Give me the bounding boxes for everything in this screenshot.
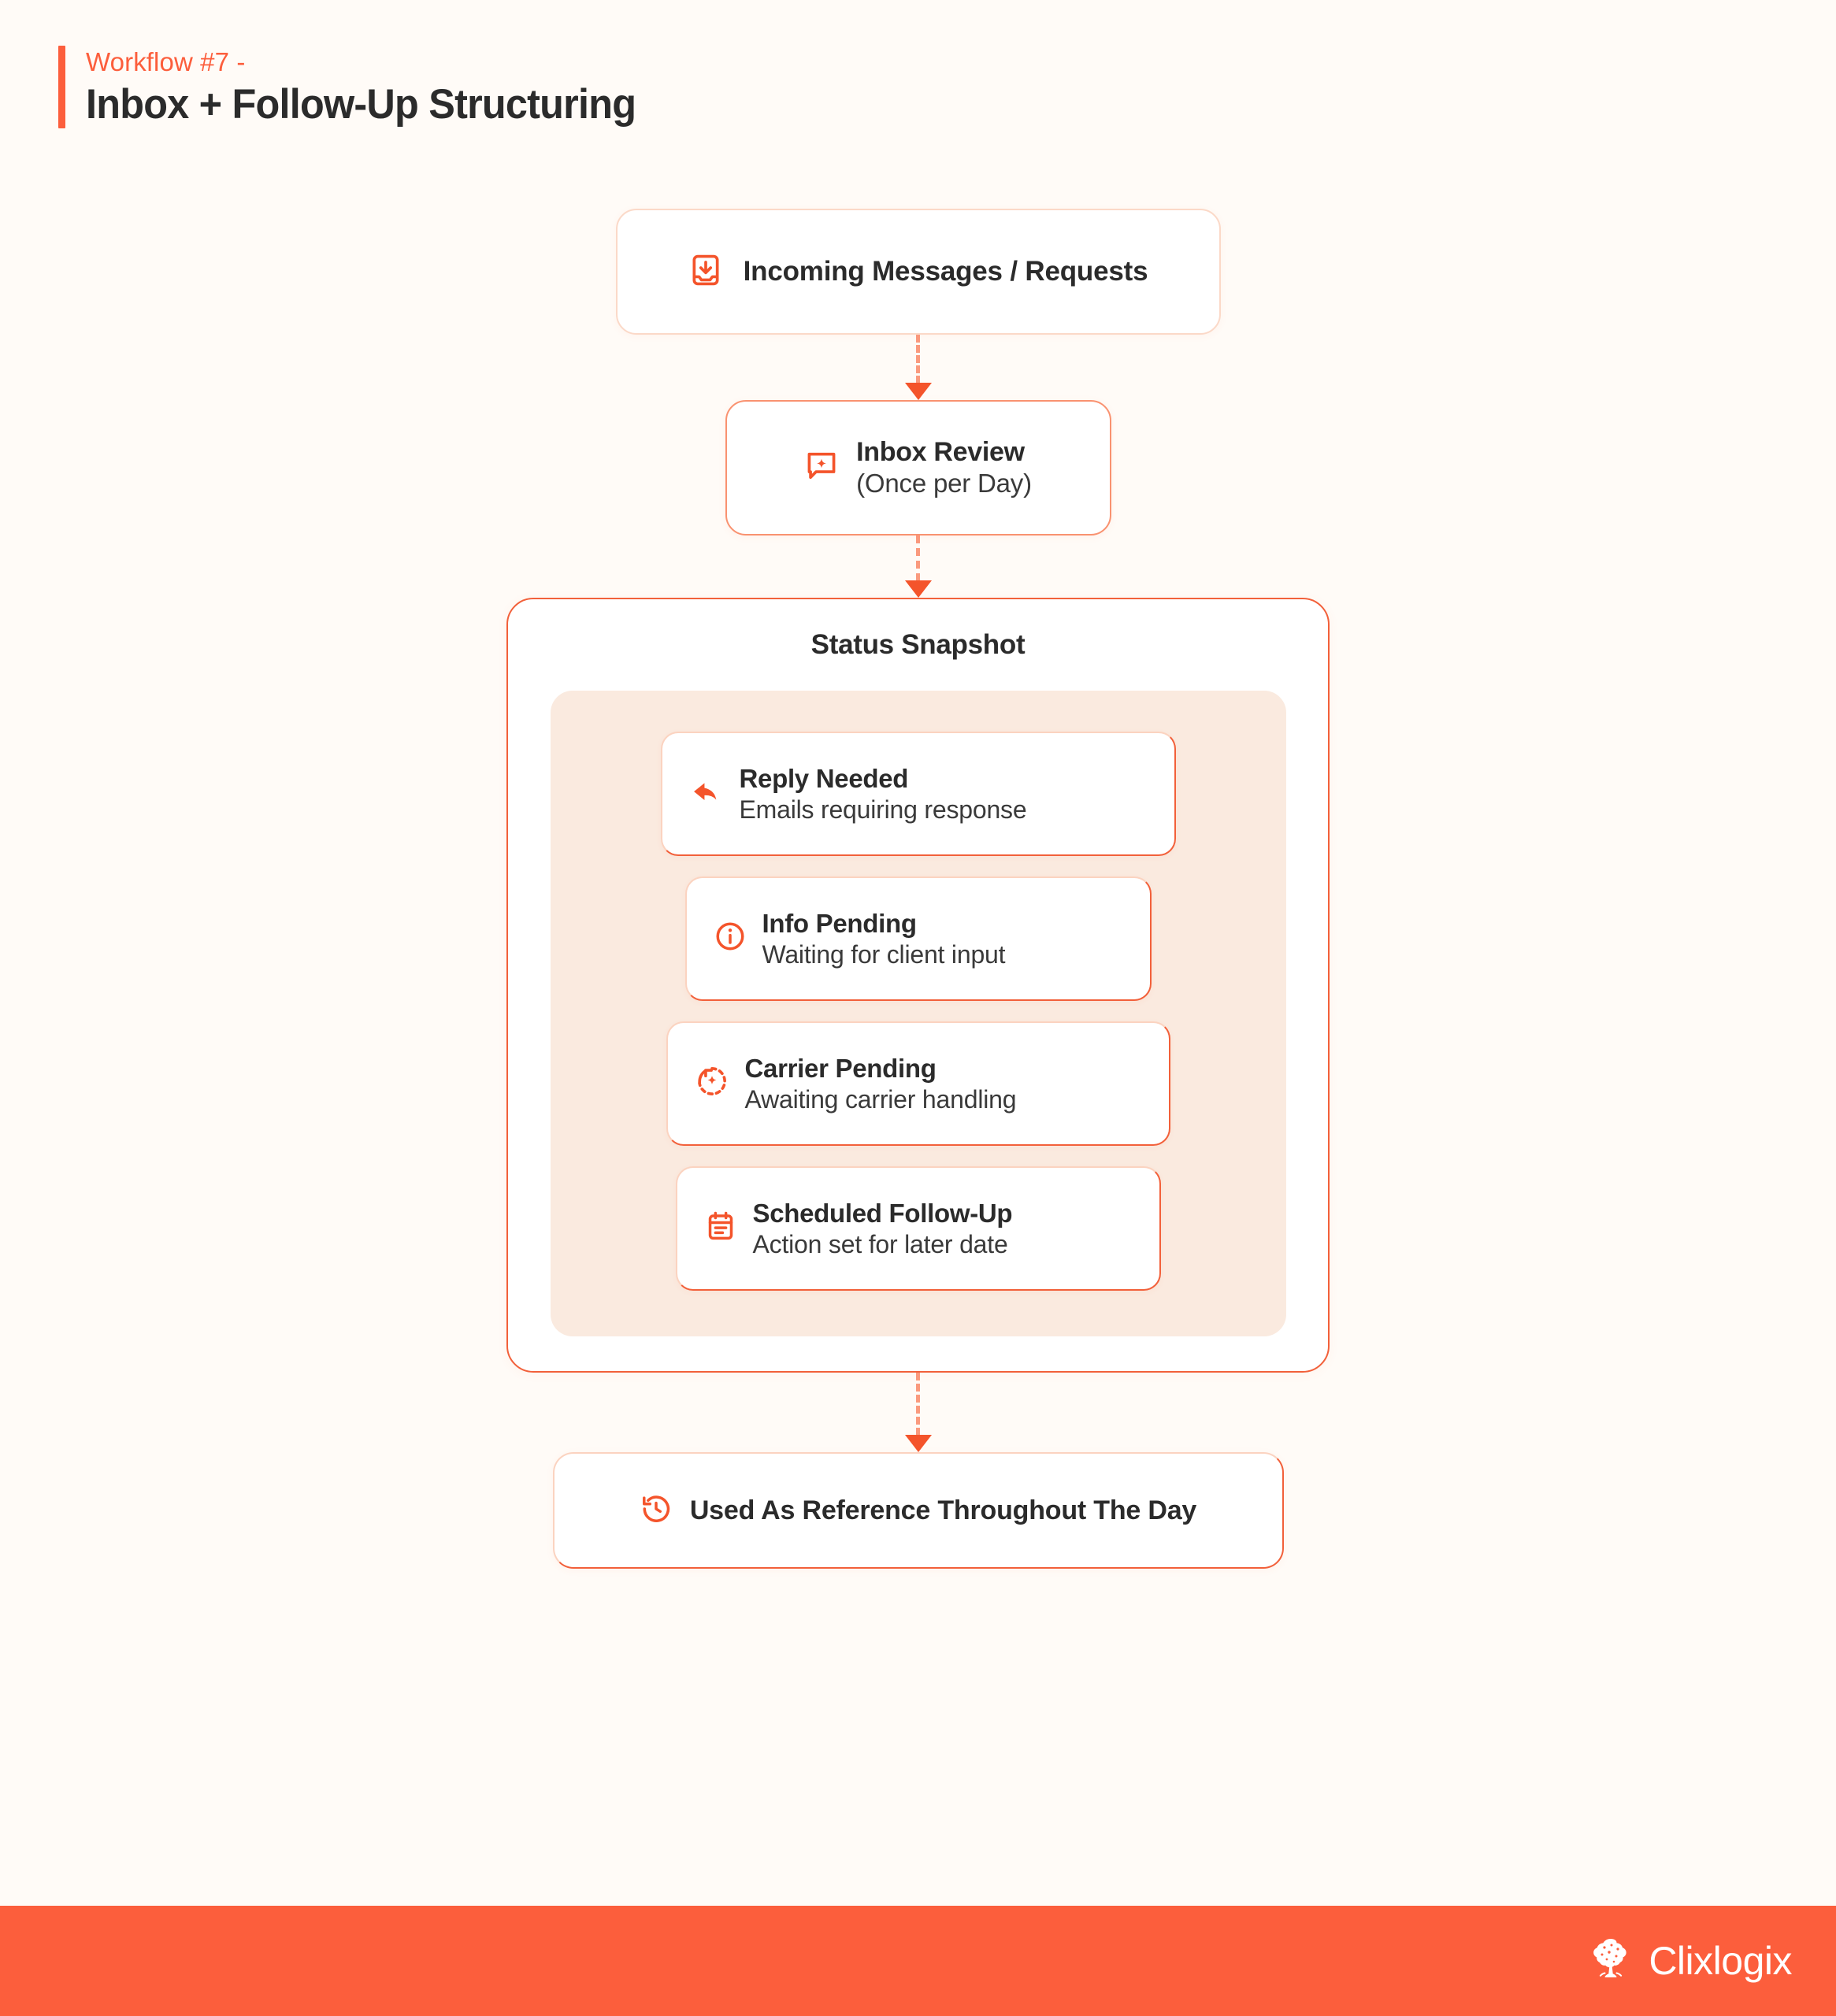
status-card-subtitle: Emails requiring response	[739, 795, 1027, 824]
connector-line	[916, 536, 920, 581]
header-accent-bar	[58, 46, 65, 128]
refresh-sparkle-icon	[695, 1064, 729, 1102]
connector-line	[916, 335, 920, 384]
node-content: Used As Reference Throughout The Day	[640, 1492, 1196, 1529]
connector-review-to-snapshot	[904, 536, 932, 598]
status-card-title: Reply Needed	[739, 764, 909, 793]
node-used-as-reference[interactable]: Used As Reference Throughout The Day	[552, 1452, 1284, 1569]
status-card-scheduled-followup[interactable]: Scheduled Follow-Up Action set for later…	[675, 1166, 1161, 1291]
status-card-subtitle: Waiting for client input	[762, 939, 1006, 969]
card-content: Scheduled Follow-Up Action set for later…	[704, 1198, 1013, 1259]
info-circle-icon	[714, 920, 747, 957]
status-snapshot-container: Status Snapshot Reply Needed Emails requ…	[506, 598, 1330, 1373]
header-text-group: Workflow #7 - Inbox + Follow-Up Structur…	[86, 46, 665, 128]
tree-logo-icon	[1586, 1934, 1636, 1988]
page-footer: Clixlogix	[0, 1906, 1836, 2016]
status-snapshot-title: Status Snapshot	[810, 629, 1026, 660]
page-header: Workflow #7 - Inbox + Follow-Up Structur…	[58, 46, 665, 128]
connector-arrowhead	[904, 580, 932, 598]
node-incoming-messages[interactable]: Incoming Messages / Requests	[615, 209, 1221, 335]
card-text-group: Scheduled Follow-Up Action set for later…	[753, 1198, 1013, 1259]
node-inbox-review[interactable]: Inbox Review (Once per Day)	[725, 400, 1111, 536]
node-content: Incoming Messages / Requests	[688, 253, 1148, 291]
status-card-info-pending[interactable]: Info Pending Waiting for client input	[684, 876, 1152, 1001]
connector-arrowhead	[904, 383, 932, 400]
node-incoming-messages-label: Incoming Messages / Requests	[743, 256, 1148, 287]
status-card-title: Scheduled Follow-Up	[752, 1199, 1013, 1228]
page-title: Inbox + Follow-Up Structuring	[86, 81, 636, 128]
card-content: Reply Needed Emails requiring response	[689, 763, 1027, 825]
workflow-eyebrow: Workflow #7 -	[86, 47, 246, 76]
node-used-as-reference-label: Used As Reference Throughout The Day	[689, 1495, 1197, 1525]
workflow-flow: Incoming Messages / Requests Inbox Revie…	[0, 209, 1836, 1569]
status-snapshot-panel: Reply Needed Emails requiring response	[550, 691, 1286, 1336]
reply-arrow-icon	[689, 774, 724, 813]
node-inbox-review-text: Inbox Review (Once per Day)	[856, 436, 1032, 498]
status-card-title: Carrier Pending	[744, 1054, 937, 1083]
calendar-icon	[704, 1210, 737, 1247]
clock-history-icon	[640, 1492, 673, 1529]
card-content: Carrier Pending Awaiting carrier handlin…	[695, 1053, 1017, 1114]
connector-snapshot-to-reference	[904, 1373, 932, 1452]
card-text-group: Reply Needed Emails requiring response	[740, 763, 1027, 825]
chat-sparkle-icon	[804, 448, 839, 487]
card-text-group: Info Pending Waiting for client input	[762, 908, 1006, 969]
connector-arrowhead	[904, 1435, 932, 1452]
brand-logo: Clixlogix	[1586, 1934, 1792, 1988]
inbox-download-icon	[688, 253, 723, 291]
connector-line	[916, 1373, 920, 1436]
node-inbox-review-subtitle: (Once per Day)	[856, 468, 1032, 498]
node-content: Inbox Review (Once per Day)	[804, 436, 1032, 498]
status-card-subtitle: Action set for later date	[752, 1229, 1008, 1258]
status-card-carrier-pending[interactable]: Carrier Pending Awaiting carrier handlin…	[666, 1021, 1170, 1146]
card-content: Info Pending Waiting for client input	[714, 908, 1006, 969]
status-card-title: Info Pending	[762, 909, 918, 938]
node-inbox-review-title: Inbox Review	[856, 437, 1025, 468]
status-card-reply-needed[interactable]: Reply Needed Emails requiring response	[660, 732, 1176, 856]
brand-name: Clixlogix	[1649, 1939, 1792, 1983]
card-text-group: Carrier Pending Awaiting carrier handlin…	[745, 1053, 1017, 1114]
connector-incoming-to-review	[904, 335, 932, 400]
status-card-subtitle: Awaiting carrier handling	[744, 1084, 1017, 1114]
